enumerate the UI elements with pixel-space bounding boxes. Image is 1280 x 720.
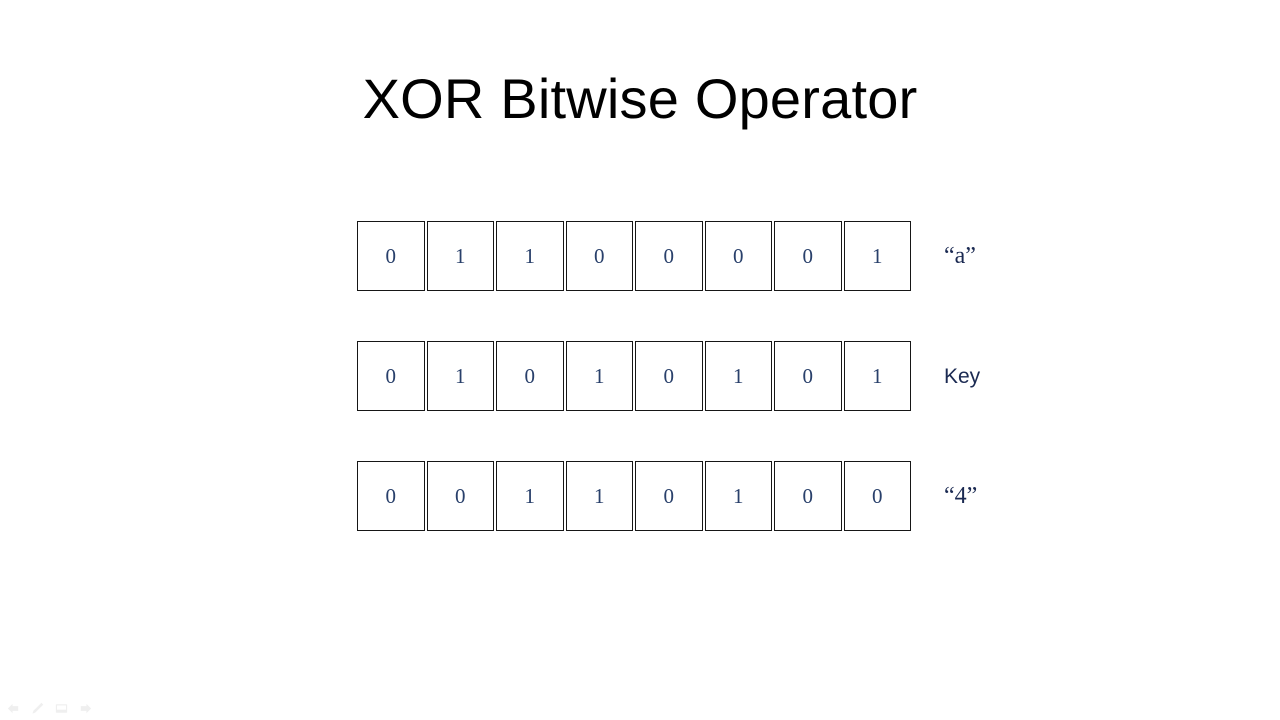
presenter-toolbar[interactable] <box>6 701 93 716</box>
bit-cell: 1 <box>704 461 772 531</box>
bit-cell: 0 <box>565 221 633 291</box>
bit-cell: 1 <box>496 461 564 531</box>
bit-cell: 0 <box>635 221 703 291</box>
pen-icon[interactable] <box>30 701 45 716</box>
row-label-key: Key <box>944 364 981 388</box>
bit-cell: 1 <box>426 341 494 411</box>
arrow-left-icon[interactable] <box>6 701 21 716</box>
bit-cell: 1 <box>426 221 494 291</box>
bit-cell: 0 <box>774 221 842 291</box>
bit-cell: 1 <box>565 461 633 531</box>
slides-icon[interactable] <box>54 701 69 716</box>
bit-cell: 1 <box>704 341 772 411</box>
page-title: XOR Bitwise Operator <box>362 67 918 130</box>
bit-cell: 1 <box>496 221 564 291</box>
bit-cell: 0 <box>426 461 494 531</box>
bit-cell: 0 <box>774 461 842 531</box>
bit-cell: 1 <box>843 341 911 411</box>
row-label-operand-a: “a” <box>944 243 976 269</box>
row-label-result: “4” <box>944 483 978 509</box>
bit-cell: 0 <box>843 461 911 531</box>
bit-cell: 0 <box>635 341 703 411</box>
bit-cell: 1 <box>843 221 911 291</box>
bit-cell: 0 <box>635 461 703 531</box>
bit-cell: 1 <box>565 341 633 411</box>
bit-cell: 0 <box>357 461 425 531</box>
bit-cell: 0 <box>774 341 842 411</box>
arrow-right-icon[interactable] <box>78 701 93 716</box>
bit-cell: 0 <box>496 341 564 411</box>
bit-cell: 0 <box>357 221 425 291</box>
bit-cell: 0 <box>357 341 425 411</box>
bit-cell: 0 <box>704 221 772 291</box>
